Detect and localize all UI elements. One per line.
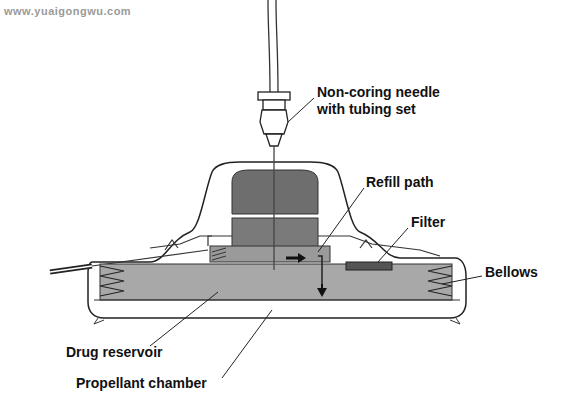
- part-label: Bellows: [485, 264, 575, 281]
- watermark: www.yuaigongwu.com: [4, 3, 204, 20]
- part-label: Refill path: [366, 174, 486, 191]
- part-label: Non-coring needle with tubing set: [317, 84, 451, 118]
- part-label: Drug reservoir: [66, 344, 206, 361]
- part-label: Filter: [411, 214, 491, 231]
- part-label: Propellant chamber: [76, 375, 256, 392]
